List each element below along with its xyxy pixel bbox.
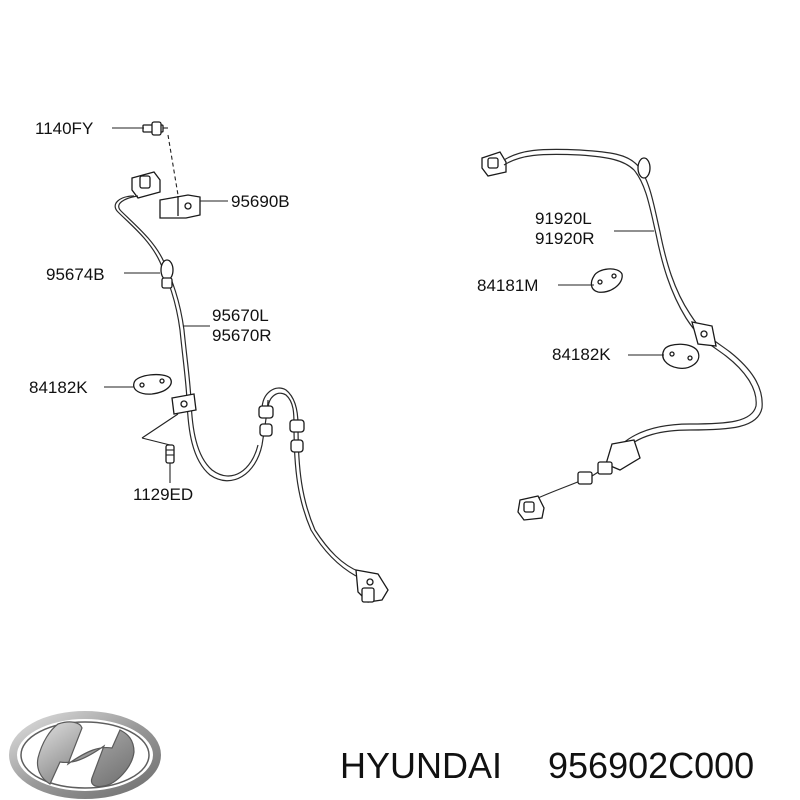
label-95690b: 95690B (231, 192, 290, 211)
label-95670l: 95670L (212, 306, 269, 325)
label-1140fy: 1140FY (35, 119, 93, 138)
hyundai-logo-icon (9, 711, 161, 799)
label-91920r: 91920R (535, 229, 595, 248)
screw-guide-1 (141, 413, 179, 439)
grommet-loop-1 (258, 405, 274, 437)
wheel-sensor-head-right (577, 439, 641, 485)
bolt-guide-dashed (167, 134, 179, 196)
grommet-right-top (637, 157, 651, 179)
label-1129ed: 1129ED (133, 485, 193, 504)
footer-brand: HYUNDAI (340, 745, 502, 786)
screw-guide-2 (141, 437, 171, 446)
pad-84182k-left (133, 373, 172, 395)
connector-right-top (481, 151, 507, 177)
connector-left-top (131, 171, 161, 199)
label-95670r: 95670R (212, 326, 272, 345)
cable-clip-left (171, 393, 197, 415)
label-95674b: 95674B (46, 265, 105, 284)
connector-right-bottom (517, 495, 545, 521)
left-cable-loop (261, 387, 361, 573)
bolt-1140fy (142, 121, 168, 136)
left-sensor-cable (114, 195, 269, 482)
cable-clip-right (691, 321, 717, 347)
screw-1129ed (165, 444, 175, 464)
label-91920l: 91920L (535, 209, 592, 228)
footer-part-number: 956902C000 (548, 745, 754, 786)
label-84182k-left: 84182K (29, 378, 88, 397)
grommet-loop-2 (289, 419, 305, 453)
pad-84181m (590, 268, 623, 293)
grommet-95674b (160, 259, 174, 289)
bracket-95690b (159, 194, 201, 219)
wheel-sensor-head-left (355, 569, 389, 603)
label-84181m: 84181M (477, 276, 538, 295)
label-84182k-right: 84182K (552, 345, 611, 364)
pad-84182k-right (662, 343, 700, 369)
